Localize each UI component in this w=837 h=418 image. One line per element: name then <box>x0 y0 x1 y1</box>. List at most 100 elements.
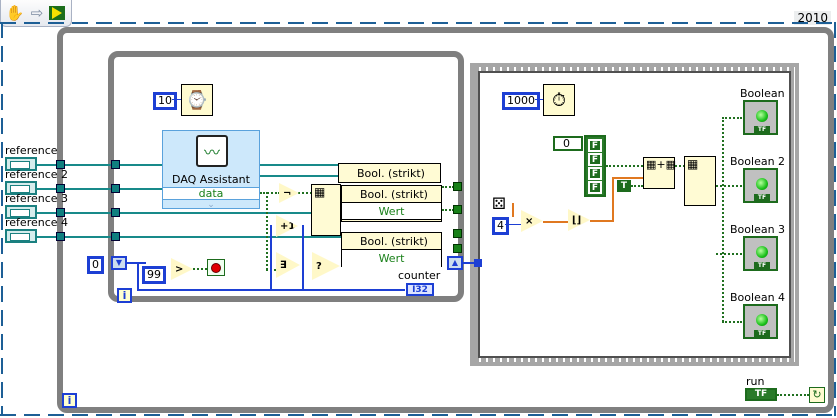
wait-ms-constant[interactable]: 10 <box>153 92 177 110</box>
boolean-3-indicator: TF <box>743 236 778 271</box>
tunnel <box>453 182 462 191</box>
float-wire <box>512 203 514 217</box>
boolean-1-label: Boolean <box>740 87 785 100</box>
tunnel <box>111 160 120 169</box>
bool-wire <box>193 268 207 270</box>
data-wire <box>266 269 280 271</box>
reference-control-3[interactable] <box>5 205 37 219</box>
reference-wire-2 <box>37 188 162 190</box>
outer-loop-dashed-right <box>834 22 836 416</box>
reference-label-2: reference 2 <box>5 168 69 181</box>
version-label: 2010 <box>794 11 831 25</box>
reference-wire-3 <box>37 212 342 214</box>
inner-while-loop <box>108 51 464 302</box>
boolean-4-label: Boolean 4 <box>730 291 786 304</box>
multiplier-constant[interactable]: 4 <box>492 217 509 235</box>
reference-control-2[interactable] <box>5 181 37 195</box>
stop-condition-icon[interactable] <box>207 259 225 276</box>
wire <box>172 99 181 100</box>
replace-array-subset-node[interactable]: ▦+▦ <box>643 157 677 189</box>
value-label: Wert <box>378 204 405 218</box>
reference-label-3: reference 3 <box>5 192 69 205</box>
index-array-node[interactable]: ▦ <box>684 156 716 206</box>
wire <box>137 262 139 290</box>
array-icon: ▦ <box>687 157 699 171</box>
compare-constant[interactable]: 99 <box>142 266 166 284</box>
property-label: Bool. (strikt) <box>360 234 428 248</box>
tunnel <box>474 259 482 267</box>
property-node-3[interactable]: Bool. (strikt) Wert <box>341 232 442 267</box>
run-icon[interactable] <box>49 6 65 20</box>
bool-array-wire <box>606 165 643 167</box>
wait-timer-icon[interactable]: ⌚ <box>181 84 213 116</box>
property-label: Bool. (strikt) <box>360 187 428 201</box>
outer-loop-dashed-bottom <box>0 414 837 416</box>
wire <box>535 99 543 100</box>
counter-indicator: I32 <box>406 283 434 296</box>
error-wire <box>442 186 454 188</box>
array-icon: ▦+▦ <box>646 158 677 171</box>
boolean-3-label: Boolean 3 <box>730 223 786 236</box>
sequence-wait-constant[interactable]: 1000 <box>502 92 540 110</box>
expand-chevron-icon[interactable]: ⌄ <box>207 200 215 210</box>
array-index-control[interactable]: 0 <box>553 136 583 151</box>
shift-register-left[interactable]: ▼ <box>111 256 127 270</box>
bool-wire <box>722 117 742 119</box>
true-constant[interactable]: T <box>617 180 631 192</box>
bool-wire <box>716 253 742 255</box>
tunnel <box>56 232 65 241</box>
float-wire <box>590 220 613 222</box>
bool-constant: F <box>588 139 602 152</box>
outer-while-loop <box>57 27 834 413</box>
shift-init-constant[interactable]: 0 <box>87 256 104 274</box>
bool-wire <box>722 117 724 322</box>
hand-tool-icon[interactable]: ✋ <box>5 4 25 22</box>
shift-register-right[interactable]: ▲ <box>447 256 463 270</box>
tunnel <box>111 208 120 217</box>
property-node-2[interactable]: Bool. (strikt) Wert <box>341 185 442 222</box>
outer-loop-dashed-top <box>0 22 837 24</box>
tunnel <box>111 232 120 241</box>
boolean-1-indicator: TF <box>743 100 778 135</box>
bool-array-constant[interactable]: F F F F <box>584 135 606 197</box>
reference-control-4[interactable] <box>5 229 37 243</box>
inner-iteration-terminal: i <box>117 288 132 303</box>
property-label: Bool. (strikt) <box>357 166 425 180</box>
tunnel <box>56 208 65 217</box>
reference-label-4: reference 4 <box>5 216 69 229</box>
bool-constant: F <box>588 181 602 194</box>
build-array-node[interactable]: ▦ <box>311 184 341 236</box>
bool-wire <box>631 185 643 187</box>
boolean-2-indicator: TF <box>743 168 778 203</box>
boolean-2-label: Boolean 2 <box>730 155 786 168</box>
wire <box>127 262 146 264</box>
data-wire <box>298 192 312 194</box>
daq-card-icon: 〰 <box>196 135 228 167</box>
tunnel <box>453 244 462 253</box>
run-control[interactable]: TF <box>745 388 777 401</box>
tunnel <box>111 184 120 193</box>
arrow-tool-icon[interactable]: ⇨ <box>30 4 44 22</box>
value-label: Wert <box>378 252 405 265</box>
bool-constant: F <box>588 167 602 180</box>
daq-assistant-node[interactable]: 〰 DAQ Assistant data ⌄ <box>162 130 260 210</box>
run-label: run <box>746 375 765 388</box>
reference-control-1[interactable] <box>5 157 37 171</box>
daq-title: DAQ Assistant <box>172 173 250 186</box>
tunnel <box>453 205 462 214</box>
daq-data-terminal[interactable]: data <box>163 187 259 200</box>
bool-wire <box>777 394 809 396</box>
property-node-1[interactable]: Bool. (strikt) <box>338 163 441 183</box>
wire <box>463 262 478 264</box>
wait-metronome-icon[interactable]: ⏱ <box>543 84 575 116</box>
array-icon: ▦ <box>314 185 326 199</box>
loop-condition-icon[interactable]: ↻ <box>809 387 825 403</box>
tunnel <box>56 160 65 169</box>
reference-wire-2b <box>260 175 342 177</box>
data-wire <box>260 192 280 194</box>
error-wire <box>442 209 454 211</box>
random-number-icon[interactable]: ⚄ <box>492 194 506 213</box>
wire <box>505 224 521 225</box>
reference-label-1: reference <box>5 144 58 157</box>
outer-loop-dashed-left <box>1 22 3 416</box>
